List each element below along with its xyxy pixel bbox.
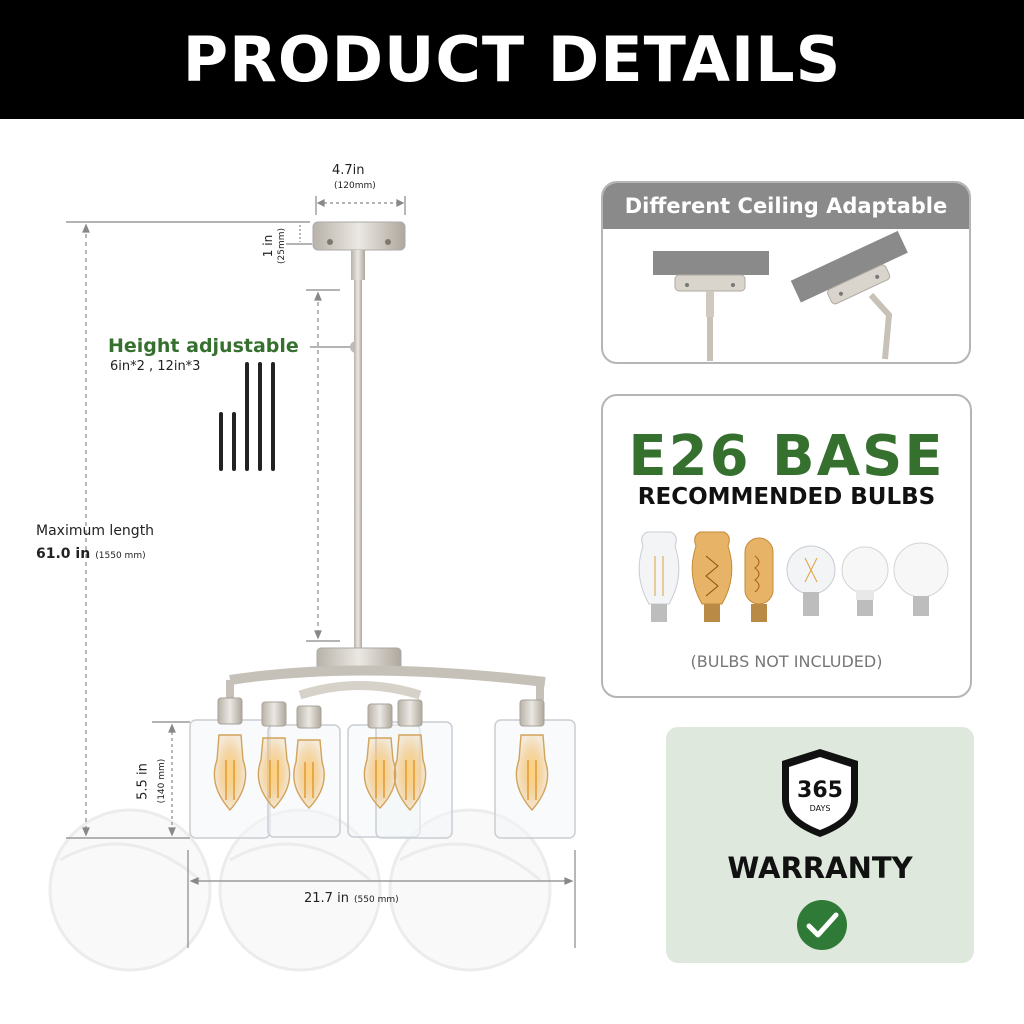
bulb-g25-frosted xyxy=(893,542,949,616)
bulb-a19-clear xyxy=(786,545,836,616)
canopy-height-dimension xyxy=(286,225,312,245)
dimension-diagram: 4.7in (120mm) 1 in (25mm) Height adjusta… xyxy=(0,119,600,1024)
ceiling-card-title: Different Ceiling Adaptable xyxy=(603,183,969,229)
badge-number: 365 xyxy=(797,778,843,803)
canopy-height-mm: (25mm) xyxy=(277,228,287,265)
e26-heading: E26 BASE xyxy=(628,424,945,489)
page-title: PRODUCT DETAILS xyxy=(182,23,842,96)
max-length-label: Maximum length xyxy=(36,523,155,539)
sloped-ceiling-icon xyxy=(790,230,908,305)
flat-ceiling-icon xyxy=(653,251,769,361)
canopy-width-mm: (120mm) xyxy=(334,181,376,191)
ceiling-adaptable-card: Different Ceiling Adaptable xyxy=(601,181,971,364)
extension-rods-icon xyxy=(219,362,275,471)
chandelier xyxy=(189,221,576,839)
bulbs-not-included-note: (BULBS NOT INCLUDED) xyxy=(690,652,883,671)
bulb-base-card: E26 BASE RECOMMENDED BULBS xyxy=(601,394,972,698)
bulb-types-row xyxy=(638,531,949,622)
shield-icon xyxy=(782,749,858,837)
bulb-t45-amber xyxy=(744,537,774,622)
ceiling-mount-illustrations xyxy=(653,230,908,361)
warranty-card: 365 DAYS WARRANTY xyxy=(666,727,974,963)
canopy-width-dimension xyxy=(315,196,406,215)
warranty-label: WARRANTY xyxy=(727,851,913,885)
background-decoration xyxy=(48,808,552,972)
fixture-width-mm: (550 mm) xyxy=(354,895,399,905)
warranty-graphics: 365 DAYS xyxy=(782,749,858,950)
canopy-width-label: 4.7in xyxy=(332,163,365,178)
max-length-value: 61.0 in xyxy=(36,546,91,562)
rods-label: 6in*2 , 12in*3 xyxy=(110,359,201,374)
bulbs xyxy=(213,734,549,812)
filaments xyxy=(225,760,537,800)
shade-height-dimension xyxy=(152,721,190,837)
bulb-st64-amber xyxy=(691,531,733,622)
recommended-bulbs-subheading: RECOMMENDED BULBS xyxy=(637,484,936,510)
sockets xyxy=(217,697,545,729)
max-length-value-row: 61.0 in (1550 mm) xyxy=(36,543,146,562)
checkmark-icon xyxy=(797,900,847,950)
fixture-width-label: 21.7 in xyxy=(304,891,349,906)
fixture-width-row: 21.7 in (550 mm) xyxy=(304,887,399,906)
badge-unit: DAYS xyxy=(810,804,831,813)
shade-height-mm: (140 mm) xyxy=(157,758,167,804)
header-banner: PRODUCT DETAILS xyxy=(0,0,1024,119)
canopy-height-label: 1 in xyxy=(261,234,275,258)
sloped-rod xyxy=(868,292,893,360)
max-length-dimension xyxy=(66,221,310,839)
chandelier-illustration xyxy=(48,196,576,972)
bulb-a19-frosted xyxy=(841,546,889,616)
adjustable-dimension xyxy=(306,289,362,642)
shade-height-label: 5.5 in xyxy=(135,763,151,800)
max-length-mm: (1550 mm) xyxy=(95,551,146,561)
bulb-st64-clear xyxy=(638,531,680,622)
fixture-width-dimension xyxy=(187,850,576,948)
height-adjustable-title: Height adjustable xyxy=(108,335,299,357)
